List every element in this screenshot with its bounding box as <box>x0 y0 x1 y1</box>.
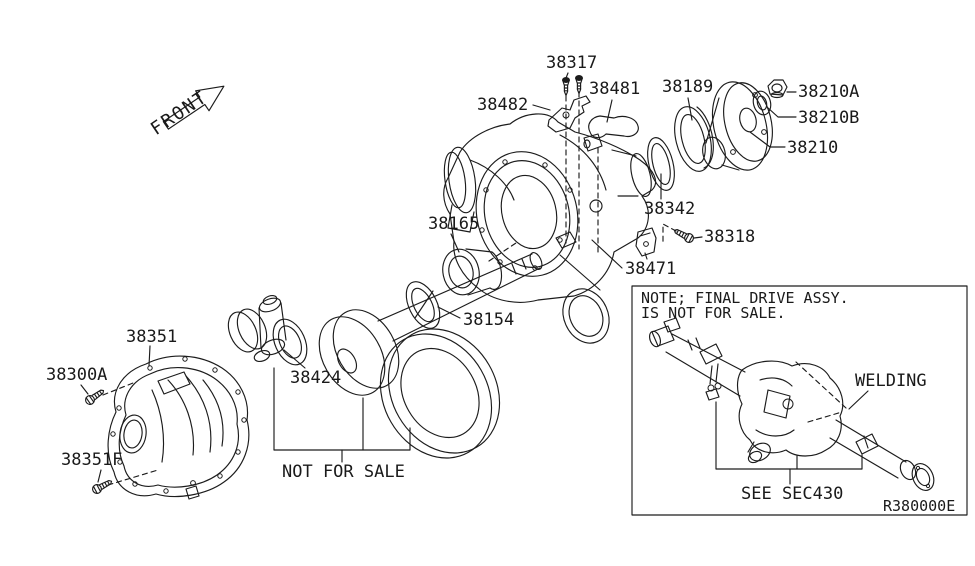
note-text-line1: NOTE; FINAL DRIVE ASSY. <box>641 289 849 307</box>
callout-38471: 38471 <box>625 259 677 279</box>
carrier-housing-drawing <box>443 113 657 344</box>
drive-pinion-drawing <box>318 251 543 396</box>
callout-38210A: 38210A <box>798 82 860 102</box>
welding-label: WELDING <box>855 371 927 391</box>
sensor-bracket-drawing <box>635 227 657 257</box>
note-text-line2: IS NOT FOR SALE. <box>641 304 786 322</box>
front-arrow-icon <box>162 85 225 130</box>
harness-bracket-drawing <box>547 95 591 133</box>
callout-38210B: 38210B <box>798 108 860 128</box>
ring-gear-drawing <box>379 328 501 459</box>
drawing-reference-code: R380000E <box>883 497 956 515</box>
callout-38165: 38165 <box>428 214 480 234</box>
callout-38154: 38154 <box>463 310 515 330</box>
see-sec430-label: SEE SEC430 <box>741 484 844 504</box>
callout-38318: 38318 <box>704 227 756 247</box>
screw-icon <box>575 75 583 95</box>
callout-38210: 38210 <box>787 138 839 158</box>
screw-icon <box>562 77 570 97</box>
assembly-dashed-lines <box>102 91 677 486</box>
thrust-washer-drawing <box>405 281 441 329</box>
callout-38482: 38482 <box>477 95 529 115</box>
rear-cover-drawing <box>107 355 250 500</box>
note-box <box>631 285 968 516</box>
breather-tube-drawing <box>583 115 639 152</box>
bolt-icon <box>90 476 115 496</box>
leader-lines <box>80 72 797 483</box>
pinion-front-bearing-drawing <box>674 106 714 172</box>
callout-38300A: 38300A <box>46 365 108 385</box>
companion-flange-drawing <box>702 81 773 171</box>
callout-38424: 38424 <box>290 368 342 388</box>
axle-assembly-drawing <box>648 317 935 491</box>
flange-nut-drawing <box>767 79 788 99</box>
pinion-seal-drawing <box>647 137 675 191</box>
callout-38189: 38189 <box>662 77 714 97</box>
spider-gear-set-drawing <box>227 294 308 366</box>
pinion-pilot-bearing-drawing <box>442 248 503 296</box>
bolt-icon <box>671 225 696 245</box>
not-for-sale-bracket <box>273 367 411 463</box>
callout-38351F: 38351F <box>61 450 123 470</box>
flange-washer-drawing <box>752 90 772 116</box>
callout-38317: 38317 <box>546 53 598 73</box>
bolt-icon <box>83 386 107 407</box>
not-for-sale-label: NOT FOR SALE <box>282 462 405 482</box>
callout-38342: 38342 <box>644 199 696 219</box>
callout-38481: 38481 <box>589 79 641 99</box>
callout-38351: 38351 <box>126 327 178 347</box>
